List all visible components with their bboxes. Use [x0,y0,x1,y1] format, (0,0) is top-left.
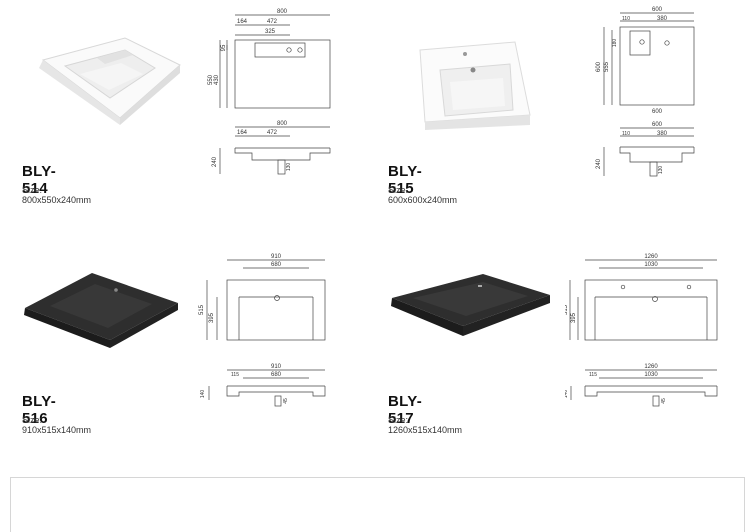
dim-d1: 164 [237,19,248,25]
product-photo [391,274,550,336]
dim-d1: 1030 [644,372,658,378]
size-text: Size: 910x515x140mm [22,415,92,435]
dim-bottom: 600 [652,109,663,115]
dim-d3: 325 [265,29,276,35]
dim-h1: 240 [596,158,602,169]
size-text: Size: 800x550x240mm [22,185,92,205]
side-view-drawing: 910 680 115 140 45 [200,364,326,407]
top-view-drawing: 1260 1030 515 395 [565,254,718,341]
dim-d2: 380 [657,131,668,137]
top-view-drawing: 600 110 380 600 555 180 600 [596,7,695,115]
product-photo [24,273,178,348]
dim-h1: 600 [596,61,602,72]
dim-h3: 95 [221,44,227,51]
top-view-drawing: 910 680 515 395 [199,254,326,341]
footer-panel [10,477,745,532]
dim-h1: 515 [199,304,205,315]
dim-h2: 430 [214,74,220,85]
dim-h2: 45 [661,398,667,404]
model-name: BLY-516 [22,393,56,427]
dim-d2: 115 [231,372,239,378]
dim-width: 600 [652,7,663,13]
dim-width: 800 [277,9,288,15]
dim-d1: 1030 [644,262,658,268]
dim-h1: 140 [200,390,206,399]
dim-d1: 680 [271,262,282,268]
model-name: BLY-515 [388,163,422,197]
dim-d2: 115 [589,372,597,378]
size-text: Size: 600x600x240mm [388,185,458,205]
dim-width: 910 [271,364,282,370]
dim-h2: 395 [209,312,215,323]
model-name: BLY-517 [388,393,422,427]
dim-h2: 555 [604,61,610,72]
dim-h2: 130 [658,166,664,175]
dim-h3: 180 [612,39,618,48]
side-view-drawing: 800 164 472 240 130 [212,121,331,175]
dim-width: 1260 [644,364,658,370]
dim-d1: 164 [237,130,248,136]
product-photo [39,37,181,125]
dim-d2: 380 [657,16,668,22]
size-text: Size: 1260x515x140mm [388,415,463,435]
dim-h2: 395 [571,312,577,323]
dim-d1: 110 [622,131,630,137]
dim-h1: 550 [208,74,214,85]
product-photo [419,41,531,130]
dim-d1: 110 [622,16,630,22]
dim-width: 1260 [644,254,658,260]
top-view-drawing: 800 164 472 325 550 430 95 [208,9,331,109]
dim-h2: 130 [286,163,292,172]
dim-width: 800 [277,121,288,127]
side-view-drawing: 600 110 380 240 130 [596,122,695,177]
dim-h2: 45 [283,398,289,404]
dim-h1: 515 [565,304,569,315]
dim-width: 600 [652,122,663,128]
dim-width: 910 [271,254,282,260]
dim-h1: 140 [565,390,569,399]
dim-d1: 680 [271,372,282,378]
dim-d2: 472 [267,19,278,25]
dim-d2: 472 [267,130,278,136]
dim-h1: 240 [212,156,218,167]
side-view-drawing: 1260 1030 115 140 45 [565,364,718,407]
model-name: BLY-514 [22,163,56,197]
